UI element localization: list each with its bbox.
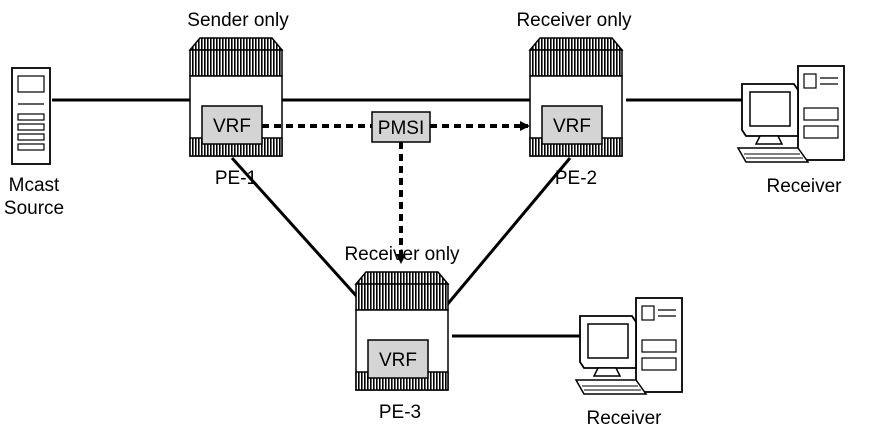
workstation-icon: [575, 297, 683, 395]
link-pe1-pe3: [230, 156, 362, 302]
pe3-name-label: PE-3: [379, 402, 421, 423]
pmsi-label: PMSI: [378, 118, 424, 139]
vrf-label-pe3: VRF: [379, 350, 417, 371]
vrf-label-pe2: VRF: [553, 116, 591, 137]
vrf-box-pe3: [367, 339, 429, 379]
source-label-line2: Source: [4, 198, 64, 219]
workstation-icon: [737, 65, 845, 163]
pe2-name-label: PE-2: [555, 168, 597, 189]
source-label-line1: Mcast: [9, 175, 60, 196]
pmsi-box: [371, 111, 431, 143]
pe2-role-label: Receiver only: [516, 10, 632, 31]
vrf-label-pe1: VRF: [213, 116, 251, 137]
receiver-right-label: Receiver: [767, 176, 843, 197]
link-pe2-pe3: [444, 157, 572, 307]
server-icon: [11, 67, 51, 165]
pe1-role-label: Sender only: [187, 10, 289, 31]
pe1-name-label: PE-1: [215, 168, 257, 189]
vrf-box-pe2: [541, 105, 603, 145]
receiver-bottom-label: Receiver: [587, 408, 663, 429]
